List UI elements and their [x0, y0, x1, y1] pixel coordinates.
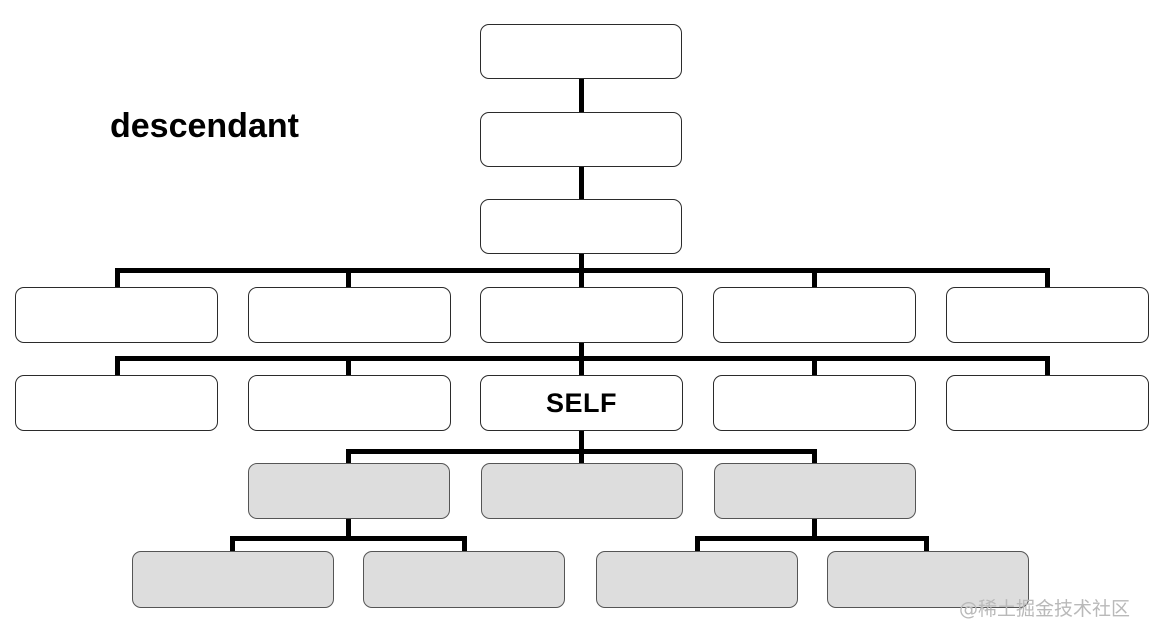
edge-fanout4-drop-2: [462, 536, 467, 554]
edge-fanout1-drop-4: [812, 268, 817, 288]
self-node-label: SELF: [545, 387, 617, 418]
edge-fanout1-drop-3: [579, 268, 584, 288]
edge-fanout1-drop-1: [115, 268, 120, 288]
watermark-text: @稀土掘金技术社区: [959, 598, 1131, 620]
node-self-row-1[interactable]: [15, 375, 218, 431]
edge-ancestor2-to-ancestor3: [579, 166, 584, 204]
edge-fanout2-drop-3: [579, 356, 584, 376]
node-sibling-1-1[interactable]: [15, 287, 218, 343]
edge-fanout3-drop-2: [579, 449, 584, 465]
edge-fanout1-drop-2: [346, 268, 351, 288]
edge-fanout2-drop-4: [812, 356, 817, 376]
edge-sibling-to-fanout2: [579, 341, 584, 361]
edge-descendant3-to-fanout5: [812, 517, 817, 539]
edge-fanout5-drop-1: [695, 536, 700, 554]
node-sibling-1-3[interactable]: [480, 287, 683, 343]
edge-fanout3-drop-3: [812, 449, 817, 465]
node-ancestor-3[interactable]: [480, 199, 682, 254]
edge-self-to-fanout3: [579, 430, 584, 452]
node-ancestor-1[interactable]: [480, 24, 682, 79]
edge-fanout-bar-5: [695, 536, 929, 541]
node-self-row-2[interactable]: [248, 375, 451, 431]
node-descendant-2-3[interactable]: [596, 551, 798, 608]
edge-fanout1-drop-5: [1045, 268, 1050, 288]
edge-fanout5-drop-2: [924, 536, 929, 554]
edge-fanout2-drop-5: [1045, 356, 1050, 376]
edge-fanout2-drop-2: [346, 356, 351, 376]
edge-fanout4-drop-1: [230, 536, 235, 554]
node-sibling-1-5[interactable]: [946, 287, 1149, 343]
node-self-row-5[interactable]: [946, 375, 1149, 431]
node-sibling-1-4[interactable]: [713, 287, 916, 343]
edge-fanout3-drop-1: [346, 449, 351, 465]
edge-ancestor1-to-ancestor2: [579, 78, 584, 116]
node-descendant-1-3[interactable]: [714, 463, 916, 519]
descendant-axis-label: descendant: [110, 107, 299, 145]
edge-fanout2-drop-1: [115, 356, 120, 376]
node-descendant-2-2[interactable]: [363, 551, 565, 608]
edge-descendant1-to-fanout4: [346, 517, 351, 539]
node-descendant-1-2[interactable]: [481, 463, 683, 519]
node-self-row-4[interactable]: [713, 375, 916, 431]
node-sibling-1-2[interactable]: [248, 287, 451, 343]
node-descendant-1-1[interactable]: [248, 463, 450, 519]
node-descendant-2-1[interactable]: [132, 551, 334, 608]
node-descendant-2-4[interactable]: [827, 551, 1029, 608]
edge-fanout-bar-4: [230, 536, 466, 541]
node-ancestor-2[interactable]: [480, 112, 682, 167]
edge-ancestor3-to-fanout1: [579, 253, 584, 273]
node-self[interactable]: SELF: [480, 375, 683, 431]
